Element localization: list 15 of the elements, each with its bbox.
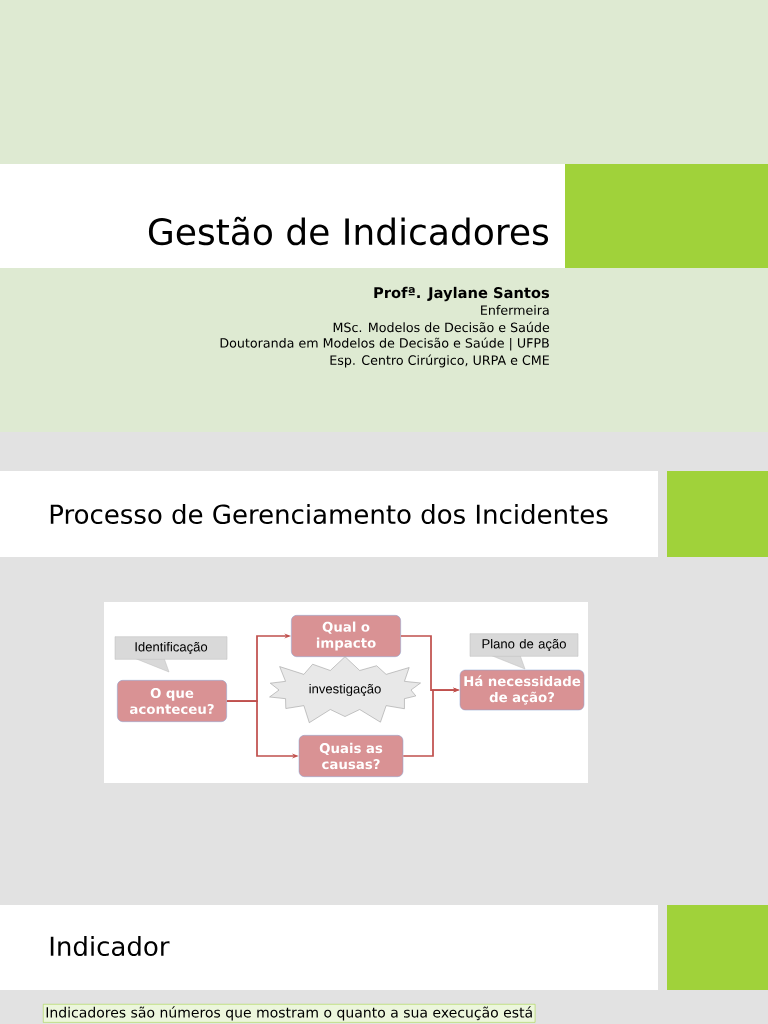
- slide-title: Indicador: [50, 935, 170, 957]
- subtitle-line: Esp. Centro Cirúrgico, URPA e CME: [330, 354, 549, 368]
- process-box: Há necessidade de ação?: [459, 669, 585, 711]
- process-box: Quais as causas?: [298, 735, 404, 777]
- text-box: Indicadores são números que mostram o quanto a sua execução está: [43, 1004, 536, 1023]
- slide-title: Gestão de Indicadores: [148, 216, 549, 246]
- process-box: O que aconteceu?: [117, 680, 227, 722]
- subtitle-line: Enfermeira: [481, 305, 549, 315]
- slide-title: Processo de Gerenciamento dos Incidentes: [50, 503, 608, 525]
- callout-box: Identificação: [114, 636, 228, 673]
- subtitle-line: MSc. Modelos de Decisão e Saúde: [333, 321, 550, 333]
- presenter-name: Profª. Jaylane Santos: [374, 286, 550, 302]
- process-box: Qual o impacto: [291, 615, 401, 657]
- subtitle-line: Doutoranda em Modelos de Decisão e Saúde | UFPB: [220, 337, 549, 351]
- callout-box: Plano de ação: [469, 633, 579, 670]
